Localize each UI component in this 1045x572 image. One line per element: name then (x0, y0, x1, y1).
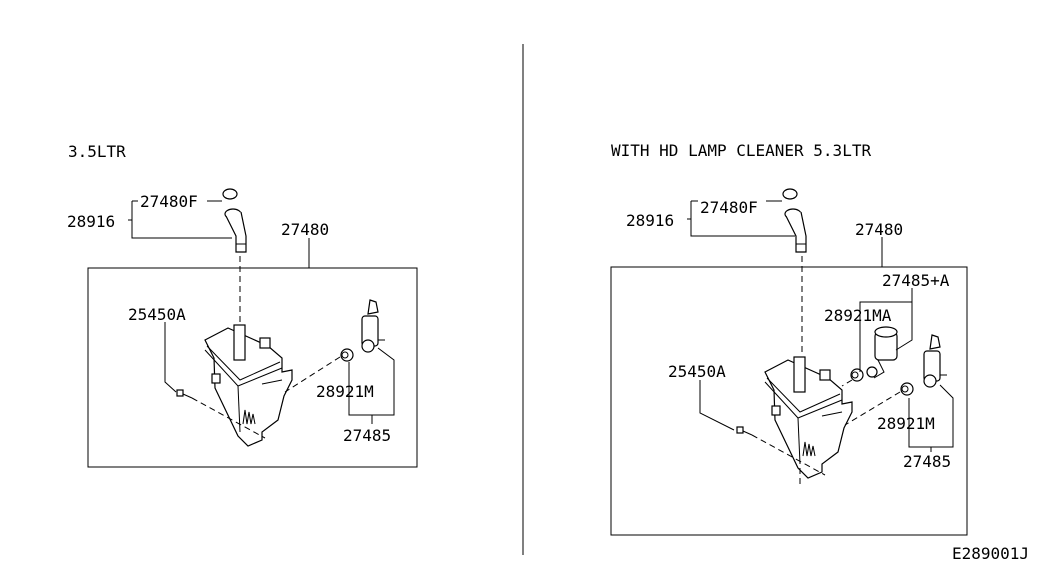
left-panel-title: 3.5LTR (68, 142, 126, 161)
bolt-drawing (736, 426, 753, 436)
label-28916-hd: 28916 (626, 211, 674, 230)
tank-assembly-frame-hd (610, 266, 968, 536)
label-28921M-hd: 28921M (877, 414, 935, 433)
label-27485-hd: 27485 (903, 452, 951, 471)
label-27480-hd: 27480 (855, 220, 903, 239)
label-28921M: 28921M (316, 382, 374, 401)
filler-neck-drawing (222, 188, 247, 253)
filler-neck-drawing (782, 188, 807, 253)
grommet-drawing (340, 348, 354, 362)
tank-assembly-frame (87, 267, 418, 468)
bolt-drawing (176, 389, 193, 399)
label-27480: 27480 (281, 220, 329, 239)
right-panel-title: WITH HD LAMP CLEANER 5.3LTR (611, 141, 871, 160)
tank-drawing (204, 324, 293, 447)
right-panel: WITH HD LAMP CLEANER 5.3LTR 27480F 28916… (610, 141, 968, 536)
pump-drawing (923, 334, 948, 388)
label-28916: 28916 (67, 212, 115, 231)
label-25450A: 25450A (128, 305, 186, 324)
label-27485-plus-A: 27485+A (882, 271, 950, 290)
label-27480F: 27480F (140, 192, 198, 211)
pump-drawing (361, 299, 386, 353)
diagram-code: E289001J (952, 544, 1029, 563)
label-27480F-hd: 27480F (700, 198, 758, 217)
lamp-grommet-drawing (850, 368, 864, 382)
left-panel: 3.5LTR 27480F 28916 27480 25450A 28921M … (67, 142, 418, 468)
lamp-pump-drawing (866, 326, 898, 379)
label-27485: 27485 (343, 426, 391, 445)
label-28921MA: 28921MA (824, 306, 892, 325)
label-25450A-hd: 25450A (668, 362, 726, 381)
grommet-drawing (900, 382, 914, 396)
tank-drawing (764, 356, 853, 479)
